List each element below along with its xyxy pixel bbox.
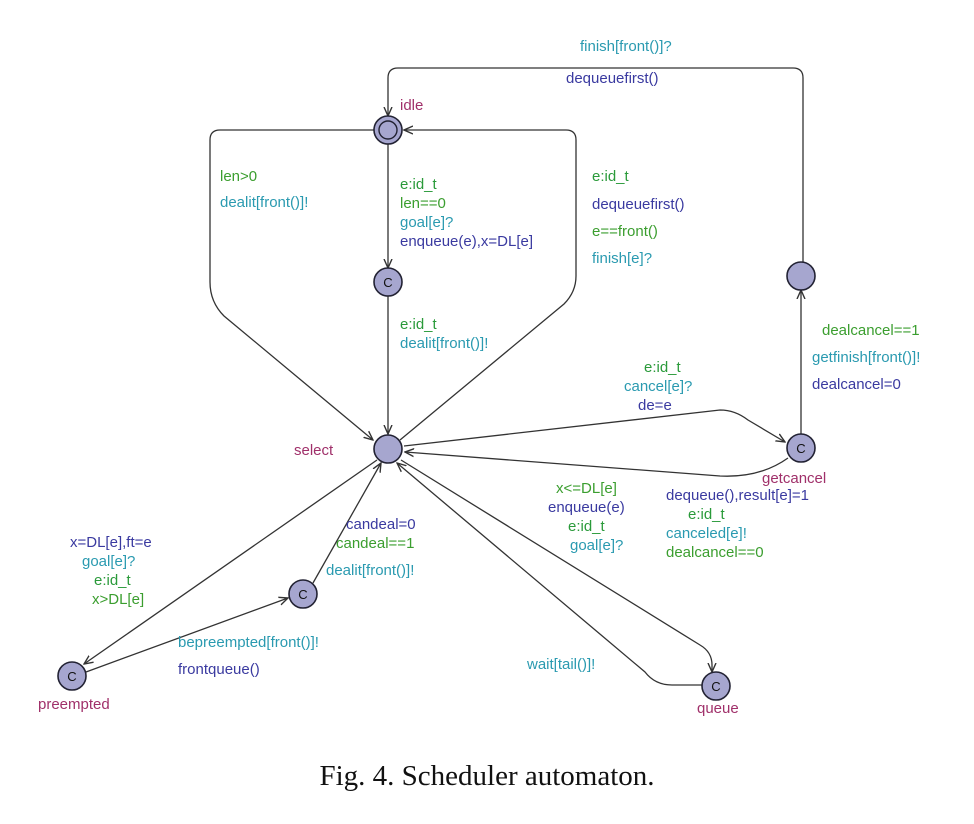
edge-label-assign: x=DL[e],ft=e — [70, 534, 152, 551]
edge-label-sync: goal[e]? — [82, 553, 135, 570]
edge-label-assign: candeal=0 — [346, 516, 416, 533]
edge-select-to-getcancel — [403, 409, 785, 447]
edge-label-guard: dealcancel==0 — [666, 544, 764, 561]
edge-label-guard: dealcancel==1 — [822, 322, 920, 339]
edge-select-to-idle — [399, 130, 577, 441]
edge-label-sync: getfinish[front()]! — [812, 349, 920, 366]
committed-mark: C — [711, 679, 720, 694]
edge-label-guard: candeal==1 — [336, 535, 414, 552]
state-idle — [373, 115, 403, 145]
edge-idle-to-select-left — [209, 129, 374, 440]
state-committed-c1: C — [373, 267, 403, 297]
edge-label-guard: e==front() — [592, 223, 658, 240]
edge-queue-to-select — [397, 463, 702, 686]
edge-label-select: e:id_t — [400, 316, 438, 333]
location-name-select: select — [294, 442, 334, 459]
edge-label-select: e:id_t — [400, 176, 438, 193]
edge-label-assign: enqueue(e) — [548, 499, 625, 516]
edge-label-assign: dequeuefirst() — [592, 196, 685, 213]
state-preempted: C — [57, 661, 87, 691]
edge-label-assign: dequeuefirst() — [566, 70, 659, 87]
edge-label-sync: finish[front()]? — [580, 38, 672, 55]
state-getcancel: C — [786, 433, 816, 463]
figure-caption: Fig. 4. Scheduler automaton. — [319, 760, 655, 792]
edge-label-sync: dealit[front()]! — [220, 194, 308, 211]
edge-label-select: e:id_t — [592, 168, 630, 185]
edge-label-select: e:id_t — [94, 572, 132, 589]
edge-label-assign: de=e — [638, 397, 672, 414]
location-name-idle: idle — [400, 97, 423, 114]
scheduler-automaton-diagram: C C C C C idle select getcancel preempte… — [38, 38, 920, 717]
edge-label-assign: dealcancel=0 — [812, 376, 901, 393]
committed-mark: C — [298, 587, 307, 602]
edge-getfinish-to-idle — [388, 67, 804, 265]
edge-label-select: e:id_t — [644, 359, 682, 376]
state-select — [373, 434, 403, 464]
committed-mark: C — [796, 441, 805, 456]
edge-label-sync: cancel[e]? — [624, 378, 692, 395]
edge-select-to-preempted — [84, 459, 378, 664]
edge-label-assign: enqueue(e),x=DL[e] — [400, 233, 533, 250]
edge-preempted-to-c2 — [85, 598, 288, 673]
edge-label-sync: dealit[front()]! — [326, 562, 414, 579]
committed-mark: C — [383, 275, 392, 290]
edge-label-sync: wait[tail()]! — [526, 656, 595, 673]
edge-label-sync: goal[e]? — [570, 537, 623, 554]
edge-label-select: e:id_t — [568, 518, 606, 535]
edge-label-guard: x<=DL[e] — [556, 480, 617, 497]
edge-select-to-queue — [400, 459, 712, 672]
state-queue: C — [701, 671, 731, 701]
edge-label-guard: len>0 — [220, 168, 257, 185]
edge-label-sync: dealit[front()]! — [400, 335, 488, 352]
location-name-getcancel: getcancel — [762, 470, 826, 487]
location-name-queue: queue — [697, 700, 739, 717]
edge-getcancel-to-select — [405, 452, 789, 477]
edge-label-guard: len==0 — [400, 195, 446, 212]
edge-label-sync: canceled[e]! — [666, 525, 747, 542]
edge-label-assign: dequeue(),result[e]=1 — [666, 487, 809, 504]
edge-label-sync: bepreempted[front()]! — [178, 634, 319, 651]
location-name-preempted: preempted — [38, 696, 110, 713]
edge-c2-to-select — [312, 463, 381, 584]
edge-label-select: e:id_t — [688, 506, 726, 523]
state-getfinish — [786, 261, 816, 291]
edge-label-guard: x>DL[e] — [92, 591, 144, 608]
edge-label-sync: goal[e]? — [400, 214, 453, 231]
committed-mark: C — [67, 669, 76, 684]
state-committed-c2: C — [288, 579, 318, 609]
edge-label-assign: frontqueue() — [178, 661, 260, 678]
edge-label-sync: finish[e]? — [592, 250, 652, 267]
